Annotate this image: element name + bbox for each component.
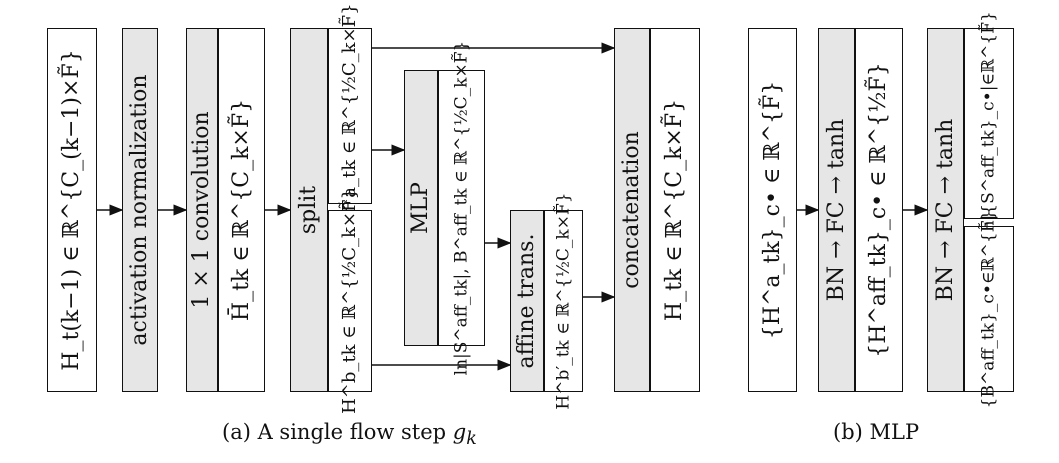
affine-block: affine trans. (510, 210, 544, 392)
affine-label: affine trans. (514, 233, 539, 369)
affine-output-box: H^b′_tk ∈ ℝ^{½C_k×F̃} (544, 192, 583, 410)
split-label: split (296, 185, 321, 235)
mlp-out-s-box: ln|{S^aff_tk}_c•|∈ℝ^{F̃} (964, 11, 1014, 236)
caption-a: (a) A single flow step gk (222, 420, 477, 449)
mlp-layer2-label: BN → FC → tanh (932, 118, 958, 302)
mlp-block: MLP (404, 70, 438, 346)
conv-output-box: H̄_tk ∈ ℝ^{C_k×F̃} (218, 28, 265, 392)
ha-box: H^a_tk ∈ ℝ^{½C_k×F̃} (328, 3, 372, 229)
actnorm-block: activation normalization (122, 28, 158, 392)
conv-output-label: H̄_tk ∈ ℝ^{C_k×F̃} (228, 98, 254, 322)
split-block: split (290, 28, 328, 392)
mlp-input-box: {H^a_tk}_c• ∈ ℝ^{F̃} (748, 28, 797, 392)
mlp-out-b-box: {B^aff_tk}_c•∈ℝ^{F̃} (964, 210, 1014, 408)
hb-box: H^b_tk ∈ ℝ^{½C_k×F̃} (328, 188, 372, 414)
mlp-out-b-label: {B^aff_tk}_c•∈ℝ^{F̃} (978, 209, 999, 409)
input-tensor-label: H_t(k−1) ∈ ℝ^{C_(k−1)×F̃} (59, 49, 84, 371)
actnorm-label: activation normalization (127, 74, 152, 346)
mlp-input-label: {H^a_tk}_c• ∈ ℝ^{F̃} (759, 80, 785, 340)
mlp-out-s-label: ln|{S^aff_tk}_c•|∈ℝ^{F̃} (978, 10, 999, 237)
conv-block: 1 × 1 convolution (186, 28, 218, 392)
mlp-output-label: ln|S^aff_tk|, B^aff_tk ∈ ℝ^{½C_k×F̃} (451, 40, 471, 376)
output-tensor-label: H_tk ∈ ℝ^{C_k×F̃} (662, 98, 687, 322)
caption-a-prefix: (a) A single flow step (222, 420, 453, 444)
caption-a-sub: k (466, 429, 477, 450)
mlp-output-box: ln|S^aff_tk|, B^aff_tk ∈ ℝ^{½C_k×F̃} (438, 41, 485, 375)
mlp-label: MLP (408, 182, 433, 234)
caption-b: (b) MLP (833, 420, 920, 444)
mlp-layer1-block: BN → FC → tanh (818, 28, 855, 392)
input-tensor-box: H_t(k−1) ∈ ℝ^{C_(k−1)×F̃} (47, 28, 97, 392)
concat-label: concatenation (619, 131, 644, 289)
output-tensor-box: H_tk ∈ ℝ^{C_k×F̃} (650, 28, 700, 392)
mlp-hidden-label: {H^aff_tk}_c• ∈ ℝ^{½F̃} (866, 62, 891, 358)
mlp-layer2-block: BN → FC → tanh (927, 28, 964, 392)
mlp-hidden-box: {H^aff_tk}_c• ∈ ℝ^{½F̃} (855, 28, 903, 392)
caption-a-symbol: g (452, 420, 467, 444)
concat-block: concatenation (614, 28, 650, 392)
hb-label: H^b_tk ∈ ℝ^{½C_k×F̃} (339, 188, 360, 414)
mlp-layer1-label: BN → FC → tanh (823, 118, 849, 302)
conv-label: 1 × 1 convolution (189, 111, 214, 309)
affine-output-label: H^b′_tk ∈ ℝ^{½C_k×F̃} (553, 192, 573, 410)
